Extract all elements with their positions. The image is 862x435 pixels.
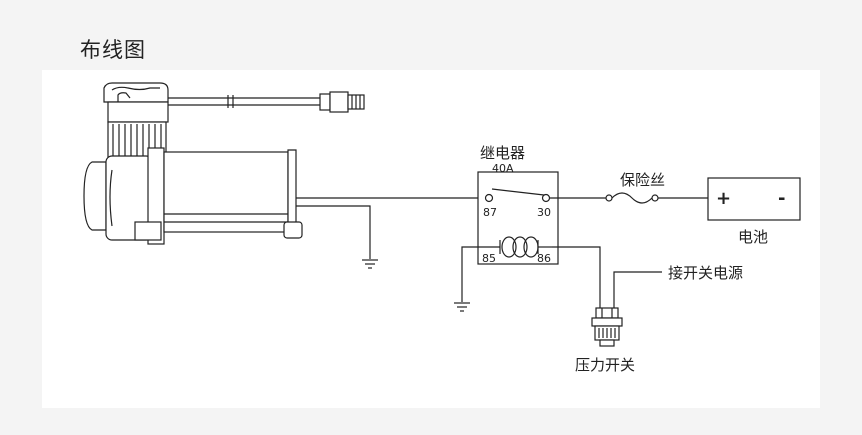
pressure-switch-label: 压力开关 (575, 356, 635, 374)
relay-pin-86: 86 (537, 252, 551, 265)
battery-plus: + (716, 188, 731, 209)
relay-box (477, 171, 559, 265)
page-title: 布线图 (80, 38, 146, 62)
wire-compressor-ground (296, 205, 371, 259)
fuse-label: 保险丝 (620, 171, 665, 189)
battery-icon (707, 177, 801, 221)
battery-label: 电池 (738, 228, 768, 246)
relay-switch-arm (491, 188, 545, 196)
ground-symbol-1 (362, 259, 378, 269)
relay-pin-30: 30 (537, 206, 551, 219)
diagram-panel (42, 70, 820, 408)
relay-rating: 40A (492, 162, 514, 175)
switch-source-label: 接开关电源 (668, 264, 743, 282)
wire-85-ground (461, 246, 483, 302)
relay-pin-87: 87 (483, 206, 497, 219)
battery-minus: - (778, 188, 785, 209)
relay-pin-85: 85 (482, 252, 496, 265)
relay-coil-icon (483, 236, 552, 258)
wire-switch-power (613, 271, 662, 310)
compressor-icon (83, 82, 365, 245)
ground-symbol-2 (454, 302, 470, 312)
pressure-switch-icon (591, 307, 623, 347)
relay-label: 继电器 (480, 144, 525, 162)
fuse-icon (605, 192, 659, 204)
wire-86-to-pressure-switch (552, 246, 601, 310)
